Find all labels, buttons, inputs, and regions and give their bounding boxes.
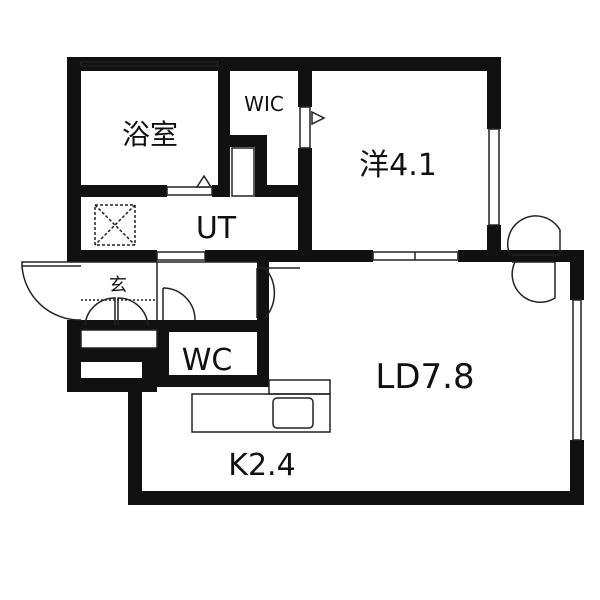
window-ut-bottom [156,251,206,261]
bath-door-panel [166,186,213,196]
wic-door-arrow [311,110,326,126]
shoe-cabinet-swing-left [84,297,116,326]
door-panel-western [299,106,311,149]
hall-door-swing [256,267,300,319]
room-label-kitchen: K2.4 [228,448,295,483]
room-label-wic: WIC [244,92,284,116]
wc-door-swing [162,287,196,321]
room-label-entrance: 玄 [109,275,127,296]
window-ld-right [572,299,582,441]
window-western-right [488,128,500,226]
balcony-door-swing [507,215,561,303]
room-labels: 浴室 WIC 洋4.1 UT 玄 WC LD7.8 K2.4 [109,92,475,483]
windows [80,61,582,441]
kitchen-counter [191,393,331,433]
window-bath [80,61,219,67]
walls [67,57,584,505]
room-label-utility: UT [196,211,237,246]
room-label-western: 洋4.1 [359,148,437,183]
bath-door-arrow [195,174,213,188]
doors [21,215,561,326]
fixtures [80,110,331,433]
entrance-door-swing [21,261,82,321]
washer-space [94,204,136,246]
kitchen-counter-back [268,379,331,395]
shoe-cabinet-swing-right [117,297,149,326]
room-label-bath: 浴室 [122,118,178,151]
kitchen-sink [272,397,314,429]
room-label-living-dining: LD7.8 [375,357,474,397]
room-label-toilet: WC [182,343,233,378]
